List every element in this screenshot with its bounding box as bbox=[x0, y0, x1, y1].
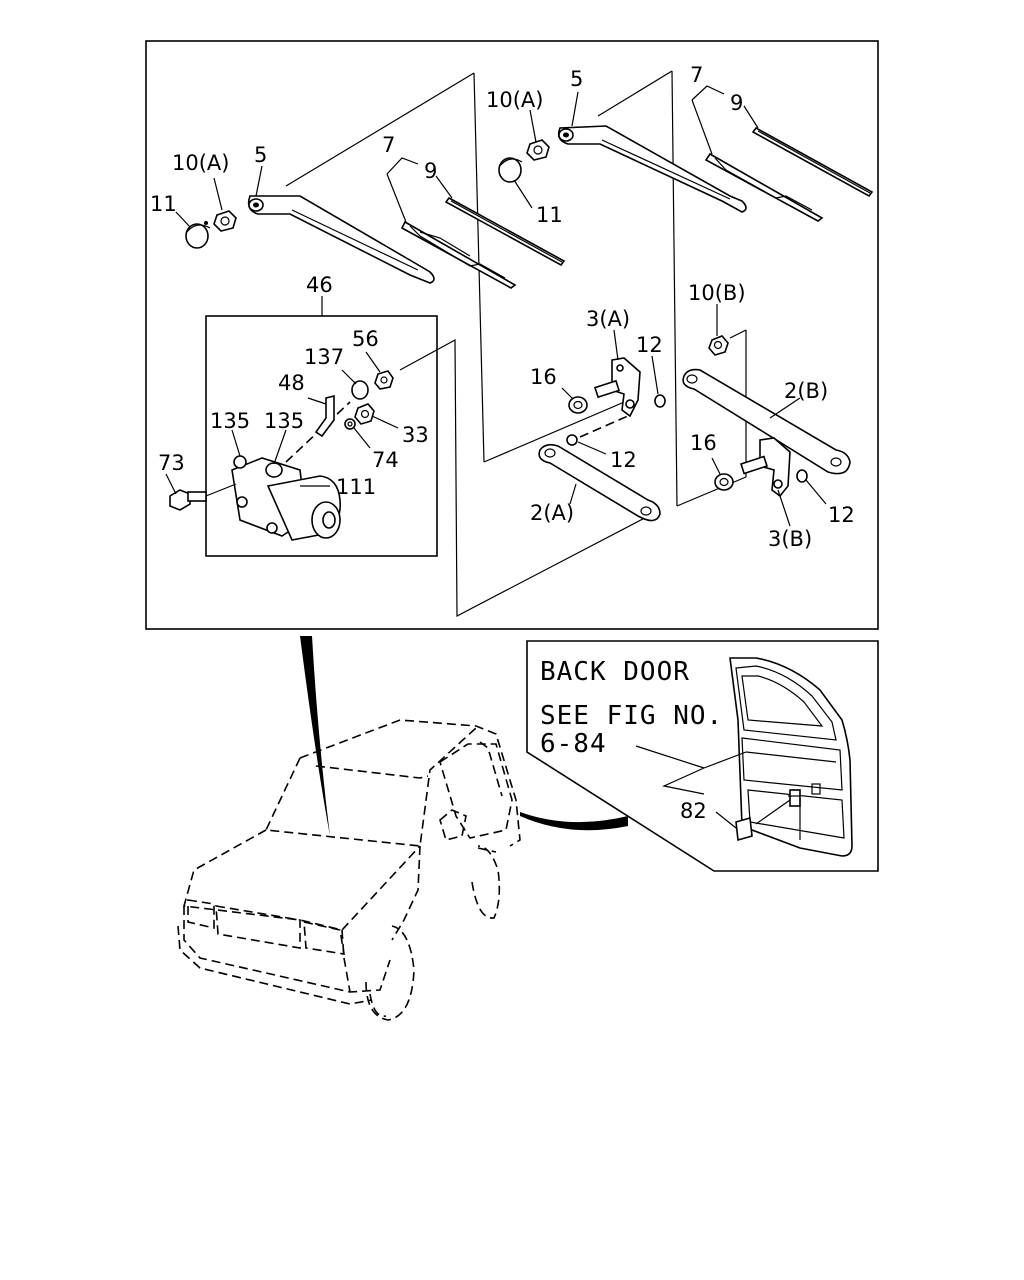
link-2b bbox=[682, 368, 851, 475]
wiper-arm-left bbox=[247, 195, 435, 284]
wiper-blade-right bbox=[704, 152, 824, 222]
label-part-11-left: 11 bbox=[150, 192, 177, 216]
label-part-5-right: 5 bbox=[570, 67, 583, 91]
label-part-135-left: 135 bbox=[210, 409, 250, 433]
pointer-arrow-hood bbox=[300, 636, 330, 836]
link-2a bbox=[538, 443, 661, 522]
label-part-10a-left: 10(A) bbox=[172, 151, 229, 175]
nut-right bbox=[526, 139, 550, 161]
connector-line bbox=[399, 338, 661, 617]
cap-right bbox=[498, 157, 523, 183]
label-part-3a: 3(A) bbox=[586, 307, 630, 331]
washer-12b bbox=[566, 434, 578, 446]
wiper-arm-right bbox=[557, 125, 747, 213]
label-82-plate bbox=[735, 816, 753, 842]
label-part-7-left: 7 bbox=[382, 133, 395, 157]
leader-lines bbox=[165, 85, 827, 527]
back-door-note-line-3: 6-84 bbox=[540, 729, 607, 759]
washer-12c bbox=[796, 469, 808, 483]
nut-left bbox=[213, 210, 237, 232]
label-part-82: 82 bbox=[680, 799, 707, 823]
label-part-3b: 3(B) bbox=[768, 527, 812, 551]
wiper-blade-left bbox=[400, 220, 517, 289]
label-part-5-left: 5 bbox=[254, 143, 267, 167]
label-part-9-right: 9 bbox=[730, 91, 743, 115]
cap-left bbox=[185, 221, 211, 249]
washer-74 bbox=[344, 418, 356, 430]
label-part-10a-right: 10(A) bbox=[486, 88, 543, 112]
label-part-12-middle: 12 bbox=[610, 448, 637, 472]
wiper-motor bbox=[231, 401, 351, 541]
label-part-16-left: 16 bbox=[530, 365, 557, 389]
label-part-11-right: 11 bbox=[536, 203, 563, 227]
guide-lines bbox=[285, 70, 747, 507]
label-part-2b: 2(B) bbox=[784, 379, 828, 403]
back-door-callout-frame bbox=[526, 640, 879, 872]
back-door-illustration bbox=[729, 657, 853, 857]
parts-frame bbox=[145, 40, 879, 630]
back-door-note-line-1: BACK DOOR bbox=[540, 657, 690, 687]
label-part-56: 56 bbox=[352, 327, 379, 351]
label-part-7-right: 7 bbox=[690, 63, 703, 87]
bushing-137 bbox=[351, 380, 369, 400]
nut-10b bbox=[708, 335, 729, 356]
label-part-9-left: 9 bbox=[424, 159, 437, 183]
label-part-16-right: 16 bbox=[690, 431, 717, 455]
wiper-rubber-right bbox=[751, 126, 874, 198]
grommet-16a bbox=[568, 396, 588, 414]
back-door-note-line-2: SEE FIG NO. bbox=[540, 701, 723, 731]
washer-12a bbox=[654, 394, 666, 408]
label-part-73: 73 bbox=[158, 451, 185, 475]
label-part-12-upper: 12 bbox=[636, 333, 663, 357]
callout-leaders bbox=[635, 745, 791, 829]
bolt-73 bbox=[169, 489, 207, 511]
grommet-16b bbox=[714, 473, 734, 491]
vehicle-outline bbox=[177, 719, 521, 1021]
pointer-arrow-back-door bbox=[520, 812, 628, 831]
label-part-135-right: 135 bbox=[264, 409, 304, 433]
label-part-2a: 2(A) bbox=[530, 501, 574, 525]
label-part-33: 33 bbox=[402, 423, 429, 447]
label-part-137: 137 bbox=[304, 345, 344, 369]
label-part-74: 74 bbox=[372, 448, 399, 472]
label-part-111: 111 bbox=[336, 475, 376, 499]
nut-56 bbox=[374, 370, 394, 390]
label-part-12-right: 12 bbox=[828, 503, 855, 527]
label-part-46: 46 bbox=[306, 273, 333, 297]
nut-33 bbox=[354, 403, 375, 425]
bracket-48 bbox=[314, 394, 335, 438]
pivot-3a bbox=[593, 357, 641, 418]
label-part-10b: 10(B) bbox=[688, 281, 746, 305]
label-part-48: 48 bbox=[278, 371, 305, 395]
wiper-rubber-left bbox=[444, 196, 566, 267]
pivot-3b bbox=[740, 437, 791, 498]
